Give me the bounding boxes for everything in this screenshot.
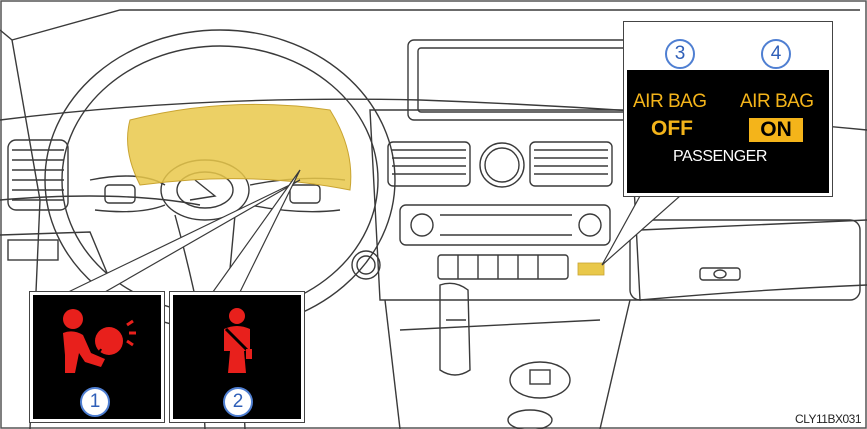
callout-number-4: 4 <box>761 39 791 69</box>
callout-number-1: 1 <box>80 387 110 417</box>
callout-number-3: 3 <box>665 39 695 69</box>
airbag-off-line2: OFF <box>651 117 693 141</box>
airbag-off-line1: AIR BAG <box>633 91 707 113</box>
airbag-on-line1: AIR BAG <box>740 91 814 113</box>
passenger-indicator-highlight <box>578 263 604 275</box>
image-code: CLY11BX031 <box>795 412 861 426</box>
meter-highlight <box>128 104 351 190</box>
airbag-warning-icon <box>57 307 137 377</box>
airbag-on-line2: ON <box>749 118 803 142</box>
callout-number-2: 2 <box>223 387 253 417</box>
airbag-warning-panel: 1 <box>30 292 164 422</box>
passenger-airbag-panel: 3 4 AIR BAG OFF AIR BAG ON PASSENGER <box>624 22 832 196</box>
seatbelt-reminder-icon <box>212 307 262 377</box>
seatbelt-reminder-panel: 2 <box>170 292 304 422</box>
passenger-label: PASSENGER <box>673 148 767 166</box>
